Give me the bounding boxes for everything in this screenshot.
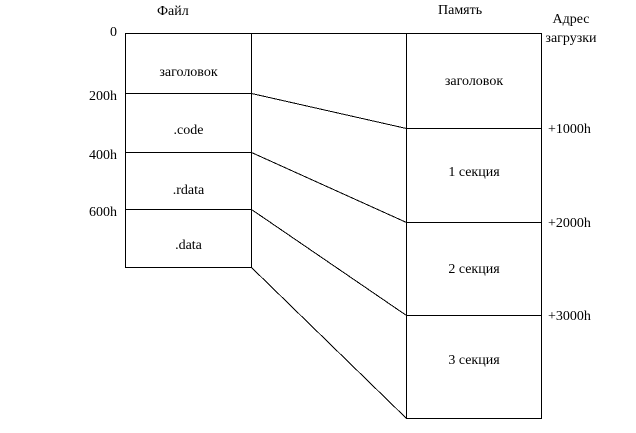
file-box-outline — [125, 33, 252, 268]
memory-section-header: заголовок — [444, 74, 504, 89]
mapping-line-rdata-end — [251, 209, 407, 316]
file-section-code: .code — [173, 123, 204, 138]
memory-section-3: 3 секция — [448, 353, 500, 368]
load-address-header-line2: загрузки — [545, 31, 597, 46]
file-section-header: заголовок — [159, 65, 218, 80]
memory-address-1000h: +1000h — [548, 122, 591, 137]
memory-section-2: 2 секция — [448, 262, 500, 277]
memory-address-3000h: +3000h — [548, 309, 591, 324]
mapping-line-code-end — [251, 152, 407, 223]
file-section-rdata: .rdata — [172, 183, 205, 198]
memory-address-2000h: +2000h — [548, 216, 591, 231]
memory-column-title: Память — [438, 3, 483, 18]
file-section-data: .data — [175, 238, 202, 253]
load-address-header-line1: Адрес — [552, 12, 590, 27]
file-offset-600h: 600h — [89, 205, 117, 220]
file-offset-200h: 200h — [89, 89, 117, 104]
file-offset-400h: 400h — [89, 148, 117, 163]
mapping-line-data-end — [251, 267, 407, 419]
file-offset-0: 0 — [110, 25, 117, 40]
load-address-header: Адрес загрузки — [537, 10, 605, 48]
memory-section-1: 1 секция — [448, 165, 500, 180]
memory-box-outline — [406, 33, 542, 419]
file-column-title: Файл — [157, 4, 189, 19]
mapping-line-header-end — [251, 93, 407, 129]
